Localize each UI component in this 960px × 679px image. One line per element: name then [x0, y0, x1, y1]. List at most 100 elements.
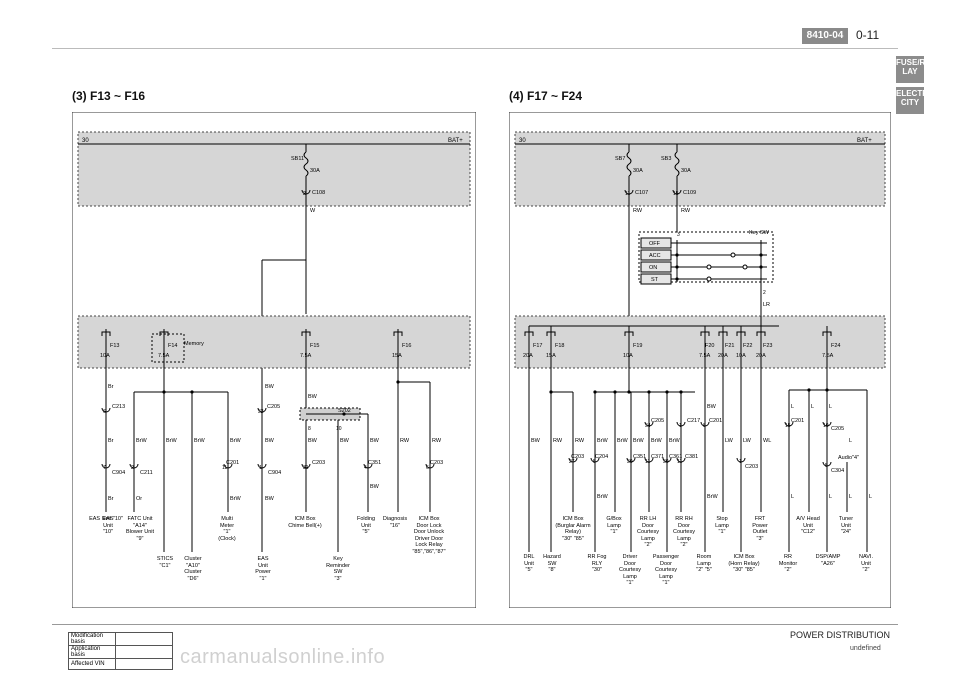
watermark: carmanualsonline.info [180, 646, 386, 668]
c108-label: C108 [312, 190, 325, 196]
fuse-f22-amp: 10A [736, 353, 746, 359]
r-c205-b-label: C205 [831, 426, 844, 432]
wire-brw-4: BrW [230, 438, 242, 444]
r-wire-bw-2: BW [707, 404, 717, 410]
r-c201-b-pin: 15 [785, 423, 791, 429]
r-wire-brw-6: BrW [597, 494, 609, 500]
comp-fatc-unit-label: FATC Unit "A14" Blower Unit "9" [125, 516, 155, 542]
fuse-f18-name: F18 [555, 343, 564, 349]
r-c205-b-pin: 10 [823, 423, 829, 429]
r-batt-bat-label: BAT+ [857, 138, 872, 144]
r-c203-b-pin: 1 [739, 459, 742, 465]
tab-electricity[interactable]: ELECTRI CITY [896, 87, 930, 114]
comp-hazard-sw-label: Hazard SW "8" [543, 554, 561, 573]
r-c351-label: C351 [633, 454, 646, 460]
comp-icm-chime-label: ICM Box Chime Bell(+) [288, 516, 322, 529]
comp-cluster-label: Cluster "A10" Cluster "D6" [184, 556, 202, 582]
wire-bw-7: BW [370, 438, 380, 444]
c203-a-pin: 31 [303, 465, 309, 471]
tab-fuse-relay[interactable]: FUSE/RE LAY [896, 56, 931, 83]
fuse-f18-amp: 15A [546, 353, 556, 359]
mod-basis-label: Modification basis [68, 632, 116, 646]
fuse-f15-name: F15 [310, 343, 319, 349]
r-wire-lw-1: LW [725, 438, 734, 444]
fuse-f21-name: F21 [725, 343, 734, 349]
fuse-f13-name: F13 [110, 343, 119, 349]
fuse-f17-amp: 20A [523, 353, 533, 359]
r-wire-brw-4: BrW [651, 438, 663, 444]
c107-pin: 11 [625, 191, 630, 197]
fuse-f14-note: Memory [184, 341, 204, 347]
key-sw-pin-top: 3 [677, 232, 680, 238]
r-wire-l-1: L [791, 404, 794, 410]
r-c204-pin: 5 [593, 459, 596, 465]
footer-title: POWER DISTRIBUTION [790, 630, 891, 640]
comp-icm-horn-label: ICM Box (Horn Relay) "30" "85" [728, 554, 760, 573]
key-sw-st: ST [651, 277, 659, 283]
fuse-f16-name: F16 [402, 343, 411, 349]
section-code-badge: 8410-04 [802, 28, 848, 44]
c109-pin: 15 [673, 191, 679, 197]
wire-br-3: Br [108, 496, 114, 502]
sb7-wire: RW [633, 208, 643, 214]
r-c203-a-label: C203 [571, 454, 584, 460]
r-c381-pin: 11 [677, 459, 682, 465]
r-batt-30-label: 30 [519, 138, 526, 144]
sb3-wire: RW [681, 208, 691, 214]
s202-pin-10: 10 [336, 426, 342, 432]
header-divider [52, 48, 898, 49]
c205-pin: 32 [258, 409, 264, 415]
mod-basis-value [115, 632, 173, 646]
comp-eas-power-label: EAS Unit Power "1" [255, 556, 271, 582]
sb3-label: SB3 [661, 156, 671, 162]
comp-navi-unit-label: NAVI. Unit "2" [859, 554, 873, 573]
r-c361-pin: 30 [663, 459, 669, 465]
r-c361-label: C361 [669, 454, 682, 460]
key-sw-pin-bottom: 2 [763, 290, 766, 296]
c203-a-label: C203 [312, 460, 325, 466]
page-number: 0-11 [856, 28, 880, 42]
c205-label: C205 [267, 404, 280, 410]
sb11-label: SB11 [291, 156, 304, 162]
fuse-f23-name: F23 [763, 343, 772, 349]
diagram-f17-f24: 30 BAT+ SB7 30A 11 C107 RW SB3 30A 15 C1… [509, 112, 891, 608]
sb11-amp-label: 30A [310, 168, 320, 174]
fuse-f20-amp: 7.5A [699, 353, 711, 359]
fuse-f24-name: F24 [831, 343, 840, 349]
wire-bw-2: BW [265, 438, 275, 444]
comp-icm-door-lock-label: ICM Box Door Lock Door Unlock Driver Doo… [412, 516, 446, 555]
key-sw-off: OFF [649, 241, 661, 247]
r-c201-a-pin: 8 [703, 423, 706, 429]
wire-brw-5: BrW [230, 496, 242, 502]
r-wire-rw-1: RW [553, 438, 563, 444]
comp-rr-rh-courtesy-label: RR RH Door Courtesy Lamp "2" [672, 516, 695, 548]
r-wire-l-6: L [829, 494, 832, 500]
fuse-f16-amp: 15A [392, 353, 402, 359]
sb11-wire-label: W [310, 208, 316, 214]
r-c204-label: C204 [595, 454, 608, 460]
wire-brw-3: BrW [194, 438, 206, 444]
key-sw-acc: ACC [649, 253, 661, 259]
key-sw-out-wire: LR [763, 302, 770, 308]
c203-b-label: C203 [430, 460, 443, 466]
comp-icm-burglar-label: ICM Box (Burglar Alarm Relay) "30" "85" [555, 516, 591, 542]
section-title-f17-f24: (4) F17 ~ F24 [509, 89, 583, 103]
r-wire-l-7: L [849, 494, 852, 500]
modification-table: Modification basis Application basis Aff… [68, 632, 173, 670]
key-sw-title: Key SW [749, 230, 770, 236]
fuse-f14-amp: 7.5A [158, 353, 170, 359]
r-c304-label: C304 [831, 468, 844, 474]
c213-label: C213 [112, 404, 125, 410]
wire-bw-4: BW [308, 394, 318, 400]
wire-brw-1: BrW [136, 438, 148, 444]
comp-dsp-amp-label: DSP/AMP "A26" [815, 554, 841, 567]
c904-b-pin: 1 [259, 465, 262, 471]
comp-stics-label: STICS "C1" [156, 556, 174, 569]
r-wire-l-2: L [811, 404, 814, 410]
c351-label: C351 [368, 460, 381, 466]
table-row: Modification basis [68, 632, 173, 646]
batt-30-label: 30 [82, 138, 89, 144]
comp-driver-courtesy-label: Driver Door Courtesy Lamp "1" [618, 554, 641, 586]
fuse-f14-name: F14 [168, 343, 177, 349]
comp-eas-unit-label: EAS Unit "10" [102, 516, 114, 535]
